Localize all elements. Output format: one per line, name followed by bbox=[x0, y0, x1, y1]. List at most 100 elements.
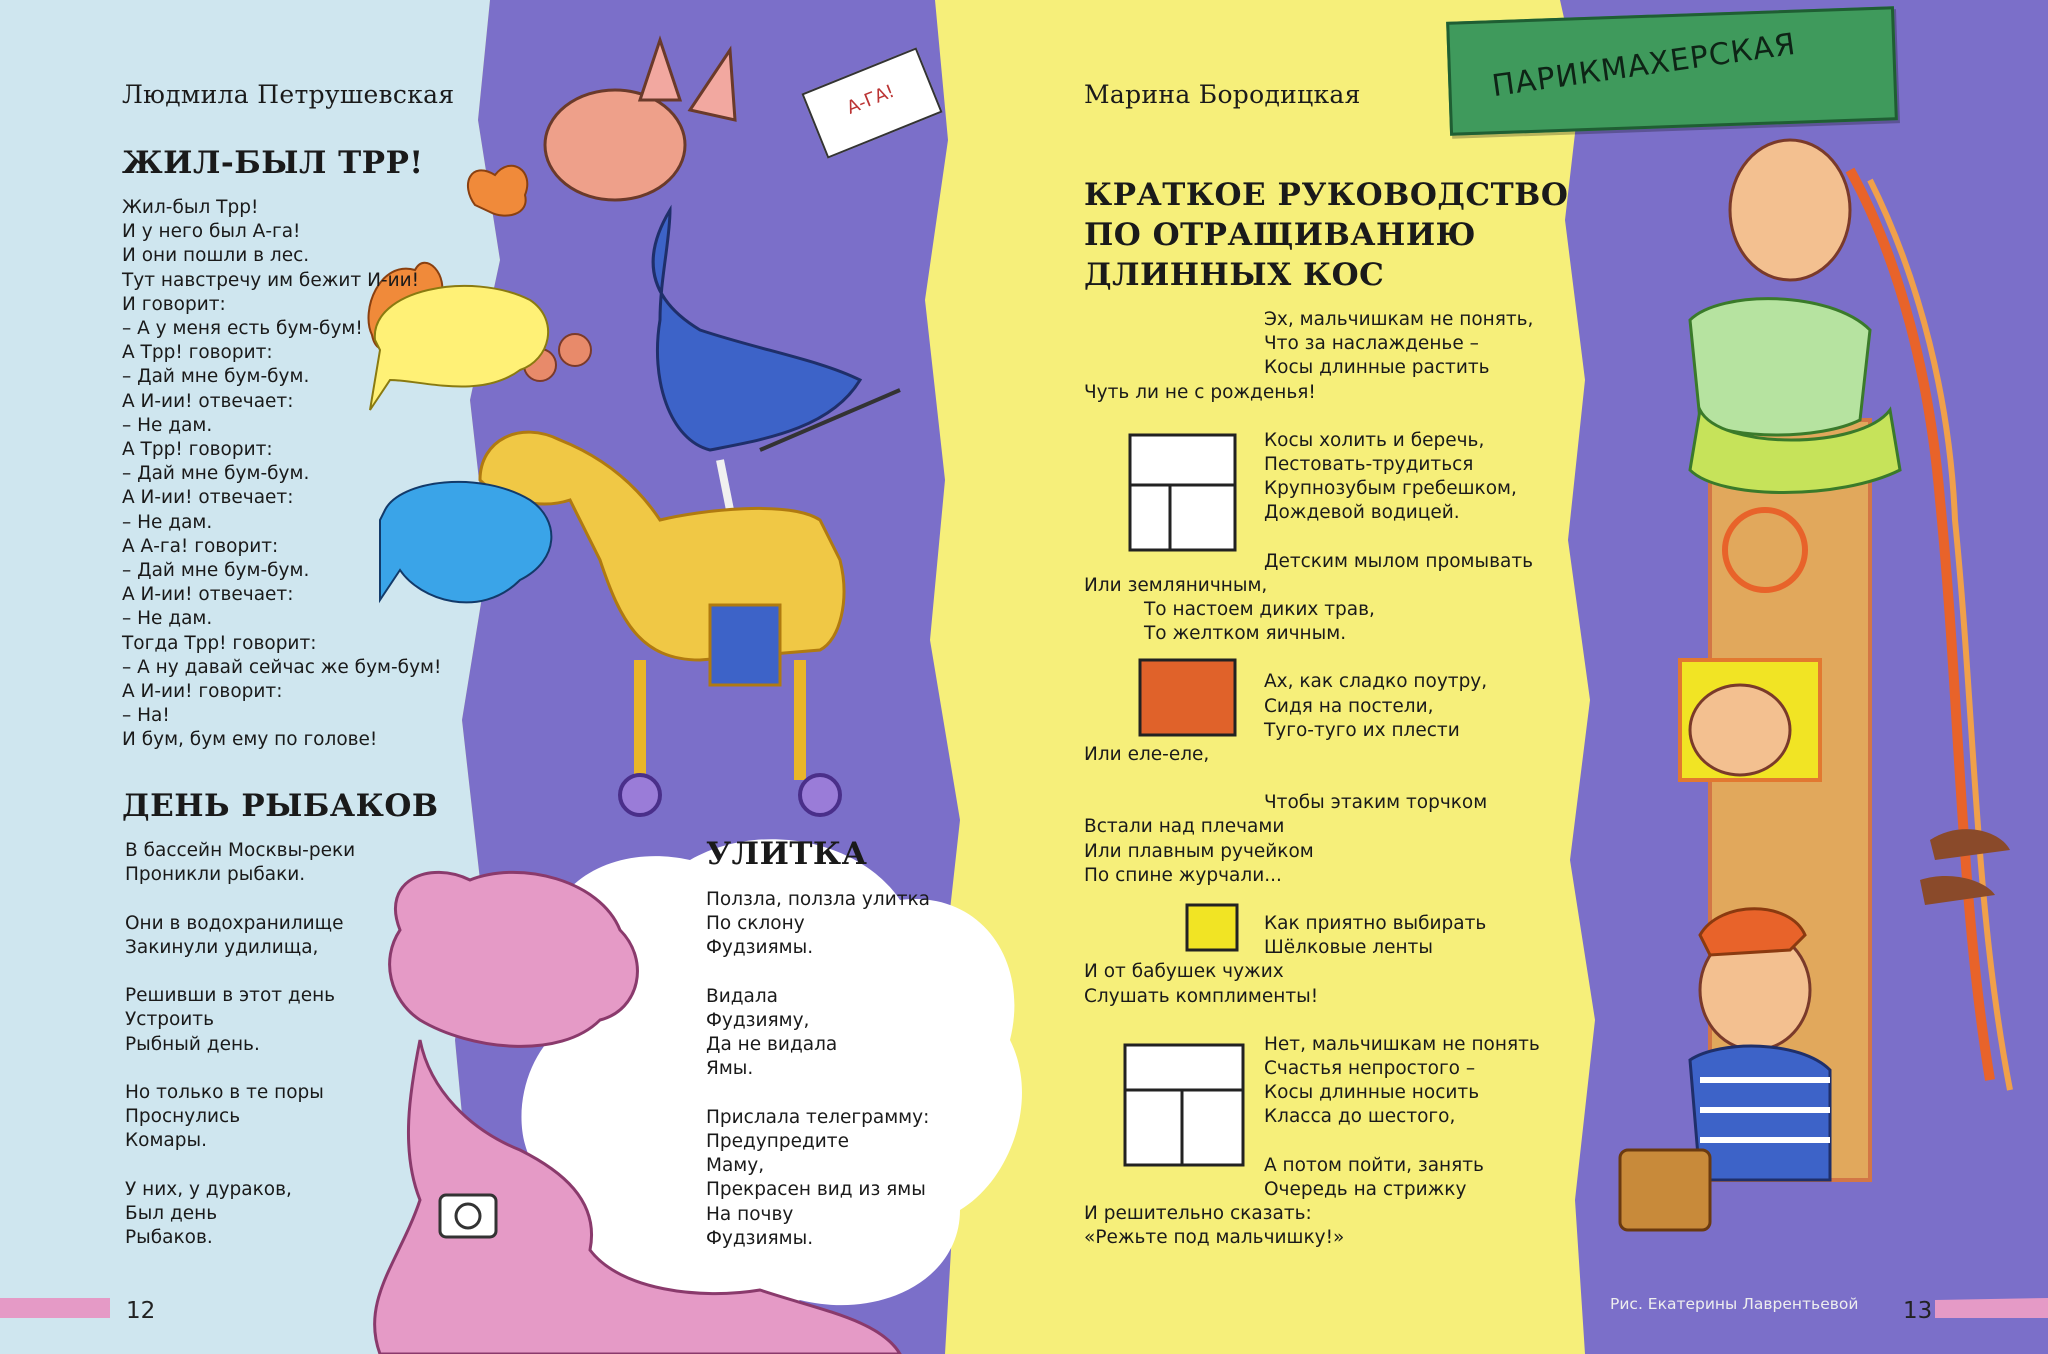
poem-line: Или плавным ручейком bbox=[1084, 840, 1314, 862]
yellow-fish-icon bbox=[369, 284, 549, 411]
girl-dress bbox=[651, 204, 863, 452]
poem-line: Дождевой водицей. bbox=[1264, 502, 1460, 524]
poem-line: – А у меня есть бум-бум! bbox=[122, 318, 363, 340]
poem-line: Да не видала bbox=[706, 1034, 838, 1056]
poem-line: У них, у дураков, bbox=[125, 1178, 292, 1200]
poem-line: Проникли рыбаки. bbox=[125, 864, 306, 886]
comb-icon bbox=[1930, 829, 2010, 860]
poem-line: Но только в те поры bbox=[125, 1082, 324, 1104]
poem-title-zhil-byl-trr: ЖИЛ-БЫЛ ТРР! bbox=[122, 145, 424, 181]
poem-line: Проснулись bbox=[125, 1106, 241, 1128]
title-line: ПО ОТРАЩИВАНИЮ bbox=[1084, 217, 1477, 253]
snail-hat bbox=[388, 870, 639, 1048]
poem-line bbox=[125, 887, 355, 911]
poem-line: – Не дам. bbox=[122, 608, 213, 630]
poem-line: Решивши в этот день bbox=[125, 985, 336, 1007]
poem-line: Очередь на стрижку bbox=[1264, 1178, 1467, 1200]
poem-line: Косы холить и беречь, bbox=[1264, 429, 1485, 451]
poem-line: Маму, bbox=[706, 1155, 765, 1177]
poem-line: Видала bbox=[706, 985, 779, 1007]
poem-line: – На! bbox=[122, 705, 170, 727]
window-square-white-2 bbox=[1123, 1043, 1245, 1167]
pink-strip-right bbox=[1935, 1298, 2048, 1318]
poem-line: Эх, мальчишкам не понять, bbox=[1264, 309, 1534, 330]
poem-line: Туго-туго их плести bbox=[1264, 719, 1460, 741]
poem-line: Рыбаков. bbox=[125, 1227, 213, 1249]
poem-line: Фудзиямы. bbox=[706, 937, 814, 959]
poem-line: Ямы. bbox=[706, 1058, 754, 1080]
barber-sign: ПАРИКМАХЕРСКАЯ bbox=[1446, 6, 1898, 136]
title-line: КРАТКОЕ РУКОВОДСТВО bbox=[1084, 177, 1569, 213]
snail-shell-cloud bbox=[521, 839, 1022, 1318]
poem-line: А И-ии! говорит: bbox=[122, 681, 283, 703]
poem-line: – Не дам. bbox=[122, 511, 213, 533]
poem-line: Сидя на постели, bbox=[1264, 695, 1434, 717]
title-line: ДЛИННЫХ КОС bbox=[1084, 257, 1385, 293]
poem-line: То желтком яичным. bbox=[1144, 623, 1347, 645]
poem-line: Или еле-еле, bbox=[1084, 744, 1210, 766]
poem-line: Ползла, ползла улитка bbox=[706, 889, 931, 910]
poem-line: И у него был А-га! bbox=[122, 221, 301, 243]
poem-title-ulitka: УЛИТКА bbox=[706, 836, 868, 872]
poem-line: – Дай мне бум-бум. bbox=[122, 463, 310, 485]
poem-line: Предупредите bbox=[706, 1131, 849, 1153]
page-number-left: 12 bbox=[126, 1298, 156, 1324]
poem-line: То настоем диких трав, bbox=[1144, 599, 1375, 621]
poem-line: Тогда Трр! говорит: bbox=[122, 632, 317, 654]
blue-fish-icon bbox=[379, 480, 553, 604]
poem-line: Фудзияму, bbox=[706, 1010, 810, 1032]
poem-line: А потом пойти, занять bbox=[1264, 1154, 1484, 1176]
poem-line: И от бабушек чужих bbox=[1084, 961, 1284, 983]
poem-line: «Режьте под мальчишку!» bbox=[1084, 1227, 1345, 1249]
poem-line: Жил-был Трр! bbox=[122, 197, 259, 218]
author-borodickaya: Марина Бородицкая bbox=[1084, 80, 1361, 109]
author-petrushevskaya: Людмила Петрушевская bbox=[122, 80, 455, 109]
poem-line: Фудзиямы. bbox=[706, 1227, 814, 1249]
poem-line: И говорит: bbox=[122, 293, 226, 315]
poem-line bbox=[125, 1154, 355, 1178]
poem-line: Нет, мальчишкам не понять bbox=[1264, 1033, 1540, 1055]
poem-line: А И-ии! отвечает: bbox=[122, 390, 294, 412]
donkey-head bbox=[543, 88, 687, 202]
poem-line: По спине журчали... bbox=[1084, 864, 1282, 886]
girl-head bbox=[1728, 138, 1852, 282]
sign-text: ПАРИКМАХЕРСКАЯ bbox=[1489, 26, 1799, 105]
poem-line: Они в водохранилище bbox=[125, 912, 344, 934]
poem-line: Класса до шестого, bbox=[1264, 1106, 1456, 1128]
poem-line bbox=[706, 1082, 930, 1106]
stanza: Косы холить и беречь,Пестовать-трудиться… bbox=[1084, 429, 1540, 526]
poem-line: Слушать комплименты! bbox=[1084, 985, 1319, 1007]
poem-line: – А ну давай сейчас же бум-бум! bbox=[122, 656, 442, 678]
page-number-right: 13 bbox=[1903, 1298, 1933, 1324]
poem-line: Как приятно выбирать bbox=[1264, 913, 1487, 935]
poem-line: Чтобы этаким торчком bbox=[1264, 792, 1488, 814]
poem-line: Комары. bbox=[125, 1130, 207, 1152]
poem-line: Ах, как сладко поутру, bbox=[1264, 671, 1488, 693]
bag-icon bbox=[1618, 1148, 1712, 1232]
poem-line bbox=[125, 960, 355, 984]
window-square-yellow bbox=[1185, 903, 1239, 952]
poem-line: Устроить bbox=[125, 1009, 214, 1031]
pink-strip-left bbox=[0, 1298, 110, 1318]
poem-line: – Не дам. bbox=[122, 414, 213, 436]
poem-line: Счастья непростого – bbox=[1264, 1058, 1476, 1080]
poem-line: А И-ии! отвечает: bbox=[122, 584, 294, 606]
illustration-credit: Рис. Екатерины Лаврентьевой bbox=[1610, 1295, 1859, 1313]
poem-line: Косы длинные носить bbox=[1264, 1082, 1480, 1104]
poem-line: – Дай мне бум-бум. bbox=[122, 366, 310, 388]
poem-line bbox=[706, 961, 930, 985]
poem-line: А Трр! говорит: bbox=[122, 342, 273, 364]
stanza: Ах, как сладко поутру,Сидя на постели,Ту… bbox=[1084, 670, 1540, 767]
window-square-orange bbox=[1138, 658, 1237, 737]
poem-title-kratkoe-rukovodstvo: КРАТКОЕ РУКОВОДСТВО ПО ОТРАЩИВАНИЮ ДЛИННЫХ… bbox=[1084, 175, 1568, 295]
window-square-white-1 bbox=[1128, 433, 1237, 552]
poem-line: Косы длинные растить bbox=[1264, 357, 1490, 379]
poem-line: Крупнозубым гребешком, bbox=[1264, 478, 1517, 500]
poem-line: Встали над плечами bbox=[1084, 816, 1285, 838]
poem-line: И решительно сказать: bbox=[1084, 1203, 1312, 1225]
